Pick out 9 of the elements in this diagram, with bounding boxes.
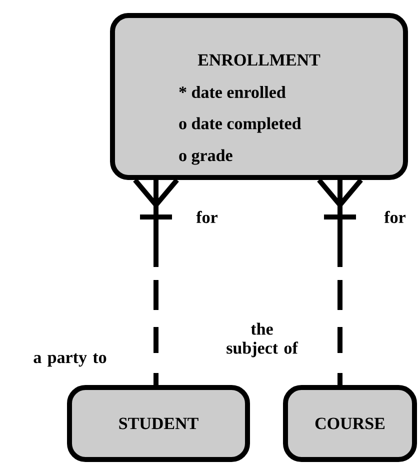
relationship-label: a party to: [34, 353, 106, 367]
relationship-line: [316, 178, 364, 388]
edge-label: for: [195, 210, 219, 224]
entity-box: COURSE: [283, 385, 417, 462]
entity-box: STUDENT: [67, 385, 250, 462]
relationship-line: [132, 178, 180, 388]
edge-label: for: [383, 210, 407, 224]
entity-box: ENROLLMENT * date enrolled o date completed o grade: [110, 13, 408, 180]
relationship-label: the subject of: [226, 322, 298, 358]
